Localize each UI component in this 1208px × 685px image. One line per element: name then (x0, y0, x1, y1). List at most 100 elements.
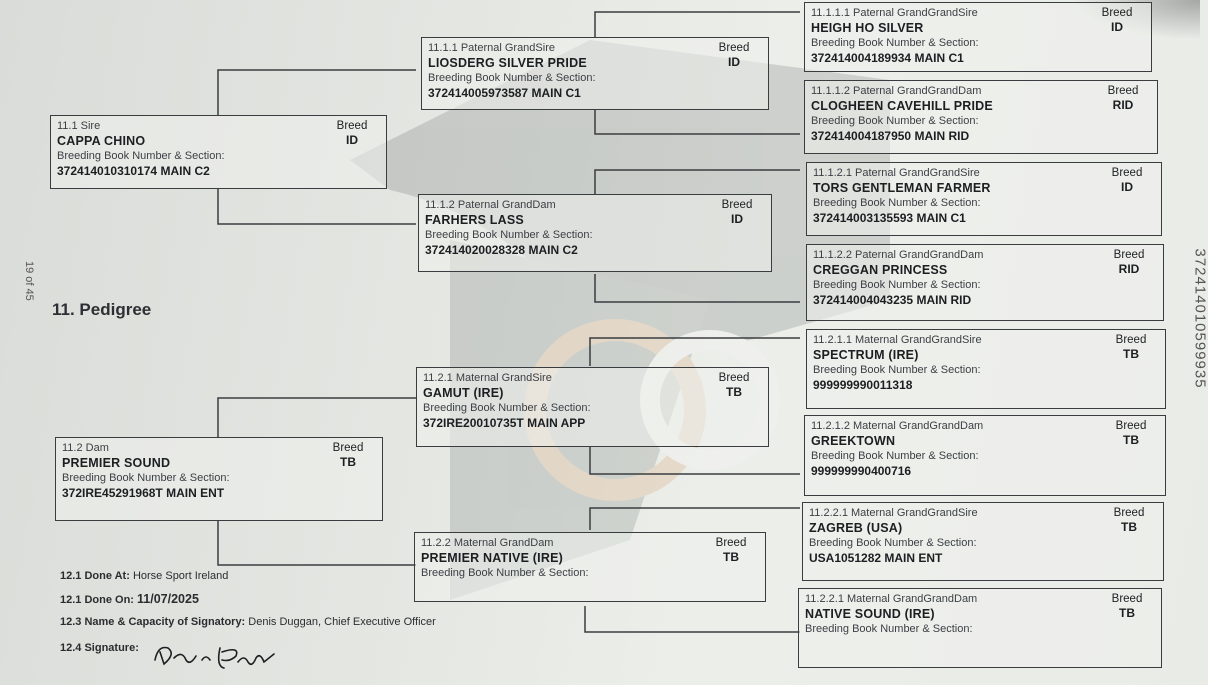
breed-label: Breed (1101, 7, 1133, 19)
breeding-book-label: Breeding Book Number & Section: (813, 197, 981, 209)
done-at-label: 12.1 Done At: (60, 570, 130, 582)
horse-name: CAPPA CHINO (57, 134, 146, 148)
maternal-grandsire-box: 11.2.1 Maternal GrandSire GAMUT (IRE) Br… (416, 367, 769, 447)
signature-line: 12.4 Signature: (60, 642, 139, 654)
breeding-book-label: Breeding Book Number & Section: (425, 229, 593, 241)
horse-name: TORS GENTLEMAN FARMER (813, 181, 991, 195)
horse-name: HEIGH HO SILVER (811, 21, 924, 35)
breed-value: TB (1119, 606, 1135, 620)
paternal-grandgrandsire-2-box: 11.1.2.1 Paternal GrandGrandSire TORS GE… (806, 162, 1162, 236)
breeding-book-label: Breeding Book Number & Section: (421, 567, 589, 579)
breeding-book-label: Breeding Book Number & Section: (811, 450, 979, 462)
breeding-book-label: Breeding Book Number & Section: (809, 537, 977, 549)
maternal-grandgrandsire-1-box: 11.2.1.1 Maternal GrandGrandSire SPECTRU… (806, 329, 1166, 409)
signatory-value: Denis Duggan, Chief Executive Officer (248, 616, 436, 628)
breeding-book-number: 999999990011318 (813, 378, 913, 392)
role-label: 11.1.1.2 Paternal GrandGrandDam (811, 85, 982, 97)
dam-box: 11.2 Dam PREMIER SOUND Breeding Book Num… (55, 437, 383, 521)
maternal-grandgranddam-1-box: 11.2.1.2 Maternal GrandGrandDam GREEKTOW… (804, 415, 1166, 496)
breeding-book-label: Breeding Book Number & Section: (813, 364, 981, 376)
breeding-book-number: 372414003135593 MAIN C1 (813, 211, 966, 225)
paternal-grandgrandsire-1-box: 11.1.1.1 Paternal GrandGrandSire HEIGH H… (804, 2, 1152, 72)
breed-value: TB (1123, 433, 1139, 447)
role-label: 11.2.2.1 Maternal GrandGrandDam (805, 593, 978, 605)
breed-label: Breed (718, 42, 750, 54)
breeding-book-label: Breeding Book Number & Section: (805, 623, 973, 635)
role-label: 11.1 Sire (57, 120, 101, 132)
breed-label: Breed (1115, 420, 1147, 432)
breeding-book-number: 372414005973587 MAIN C1 (428, 86, 581, 100)
breed-value: TB (726, 385, 742, 399)
paternal-granddam-box: 11.1.2 Paternal GrandDam FARHERS LASS Br… (418, 194, 772, 272)
role-label: 11.1.2 Paternal GrandDam (425, 199, 556, 211)
breeding-book-label: Breeding Book Number & Section: (428, 72, 596, 84)
breeding-book-label: Breeding Book Number & Section: (57, 150, 225, 162)
breed-value: ID (728, 55, 740, 69)
done-on-line: 12.1 Done On: 11/07/2025 (60, 592, 199, 606)
breeding-book-label: Breeding Book Number & Section: (423, 402, 591, 414)
role-label: 11.2.1 Maternal GrandSire (423, 372, 552, 384)
breeding-book-number: 372414004043235 MAIN RID (813, 293, 972, 307)
breed-value: TB (1121, 520, 1137, 534)
breed-value: TB (1123, 347, 1139, 361)
signature-label: 12.4 Signature: (60, 642, 139, 654)
breed-label: Breed (1107, 85, 1139, 97)
horse-name: PREMIER SOUND (62, 456, 171, 470)
done-at-value: Horse Sport Ireland (132, 570, 229, 582)
role-label: 11.2.1.1 Maternal GrandGrandSire (813, 334, 982, 346)
horse-name: LIOSDERG SILVER PRIDE (428, 56, 587, 70)
maternal-granddam-box: 11.2.2 Maternal GrandDam PREMIER NATIVE … (414, 532, 766, 602)
breed-value: RID (1118, 262, 1140, 276)
maternal-grandgrandsire-2-box: 11.2.2.1 Maternal GrandGrandSire ZAGREB … (802, 502, 1164, 581)
breed-value: ID (346, 133, 358, 147)
breed-label: Breed (715, 537, 747, 549)
breeding-book-number: 372414010310174 MAIN C2 (57, 164, 210, 178)
breeding-book-label: Breeding Book Number & Section: (811, 115, 979, 127)
document-side-number: 372414010599935 (1191, 248, 1208, 389)
breed-label: Breed (1113, 507, 1145, 519)
handwritten-signature (154, 646, 275, 669)
breeding-book-label: Breeding Book Number & Section: (62, 472, 230, 484)
done-on-value: 11/07/2025 (137, 592, 199, 606)
horse-name: GREEKTOWN (811, 434, 896, 448)
breed-label: Breed (1115, 334, 1147, 346)
horse-name: GAMUT (IRE) (423, 386, 504, 400)
breed-value: RID (1112, 98, 1134, 112)
signatory-line: 12.3 Name & Capacity of Signatory: Denis… (60, 616, 436, 628)
breeding-book-number: 372414020028328 MAIN C2 (425, 243, 578, 257)
signatory-label: 12.3 Name & Capacity of Signatory: (60, 616, 246, 628)
paternal-grandgranddam-2-box: 11.1.2.2 Paternal GrandGrandDam CREGGAN … (806, 244, 1164, 321)
breed-label: Breed (718, 372, 750, 384)
breed-label: Breed (1111, 167, 1143, 179)
breed-value: ID (1111, 20, 1123, 34)
breed-value: ID (1121, 180, 1133, 194)
breed-label: Breed (721, 199, 753, 211)
breeding-book-number: 999999990400716 (811, 464, 912, 478)
breed-label: Breed (1111, 593, 1143, 605)
horse-name: ZAGREB (USA) (809, 521, 903, 535)
breeding-book-number: 372IRE45291968T MAIN ENT (62, 486, 225, 500)
breeding-book-number: 372IRE20010735T MAIN APP (423, 416, 586, 430)
role-label: 11.2 Dam (62, 442, 109, 454)
section-title: 11. Pedigree (52, 300, 152, 319)
breed-value: ID (731, 212, 743, 226)
role-label: 11.2.1.2 Maternal GrandGrandDam (811, 420, 984, 432)
horse-name: FARHERS LASS (425, 213, 524, 227)
breeding-book-number: 372414004187950 MAIN RID (811, 129, 970, 143)
maternal-grandgranddam-2-box: 11.2.2.1 Maternal GrandGrandDam NATIVE S… (798, 588, 1162, 668)
role-label: 11.2.2 Maternal GrandDam (421, 537, 554, 549)
breeding-book-label: Breeding Book Number & Section: (811, 37, 979, 49)
horse-name: PREMIER NATIVE (IRE) (421, 551, 563, 565)
role-label: 11.1.2.2 Paternal GrandGrandDam (813, 249, 984, 261)
breed-value: TB (340, 455, 356, 469)
breed-value: TB (723, 550, 739, 564)
done-at-line: 12.1 Done At: Horse Sport Ireland (60, 570, 228, 582)
role-label: 11.1.1 Paternal GrandSire (428, 42, 555, 54)
breed-label: Breed (332, 442, 364, 454)
role-label: 11.1.2.1 Paternal GrandGrandSire (813, 167, 980, 179)
horse-name: CREGGAN PRINCESS (813, 263, 948, 277)
sire-box: 11.1 Sire CAPPA CHINO Breeding Book Numb… (50, 115, 387, 189)
horse-name: CLOGHEEN CAVEHILL PRIDE (811, 99, 993, 113)
role-label: 11.1.1.1 Paternal GrandGrandSire (811, 7, 978, 19)
